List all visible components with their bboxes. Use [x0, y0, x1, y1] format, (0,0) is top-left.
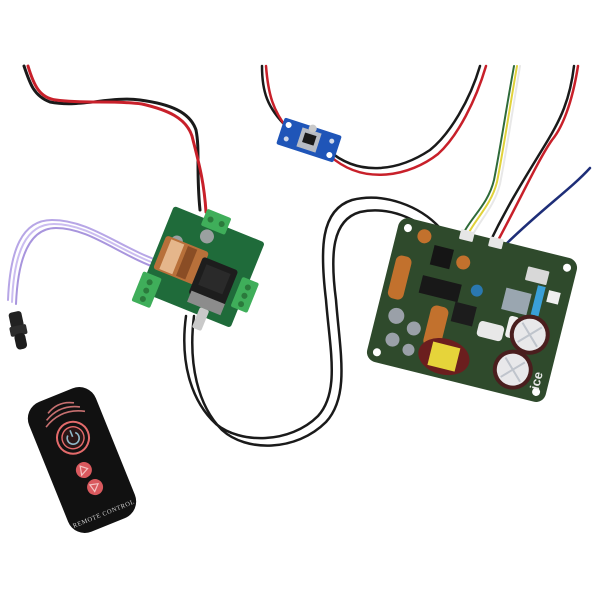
triangle-up-icon	[79, 465, 89, 477]
triangle-down-icon	[88, 482, 100, 493]
audio-cable-loop	[183, 196, 442, 447]
remote-control: REMOTE CONTROL	[27, 387, 137, 533]
speaker-wires	[486, 64, 592, 252]
dc-converter	[276, 117, 342, 163]
power-icon	[66, 431, 80, 445]
ir-receiver	[8, 311, 28, 350]
board-logo: ice	[527, 370, 546, 391]
power-wire-left	[22, 64, 208, 214]
amplifier-board: ice	[366, 218, 578, 402]
converter-wires	[260, 64, 488, 176]
signal-wires	[461, 65, 521, 241]
volume-board	[131, 206, 264, 331]
remote-volume-down-button	[87, 479, 104, 496]
ir-ribbon-cable	[7, 218, 163, 305]
remote-power-button	[56, 420, 91, 455]
remote-volume-up-button	[75, 462, 92, 479]
